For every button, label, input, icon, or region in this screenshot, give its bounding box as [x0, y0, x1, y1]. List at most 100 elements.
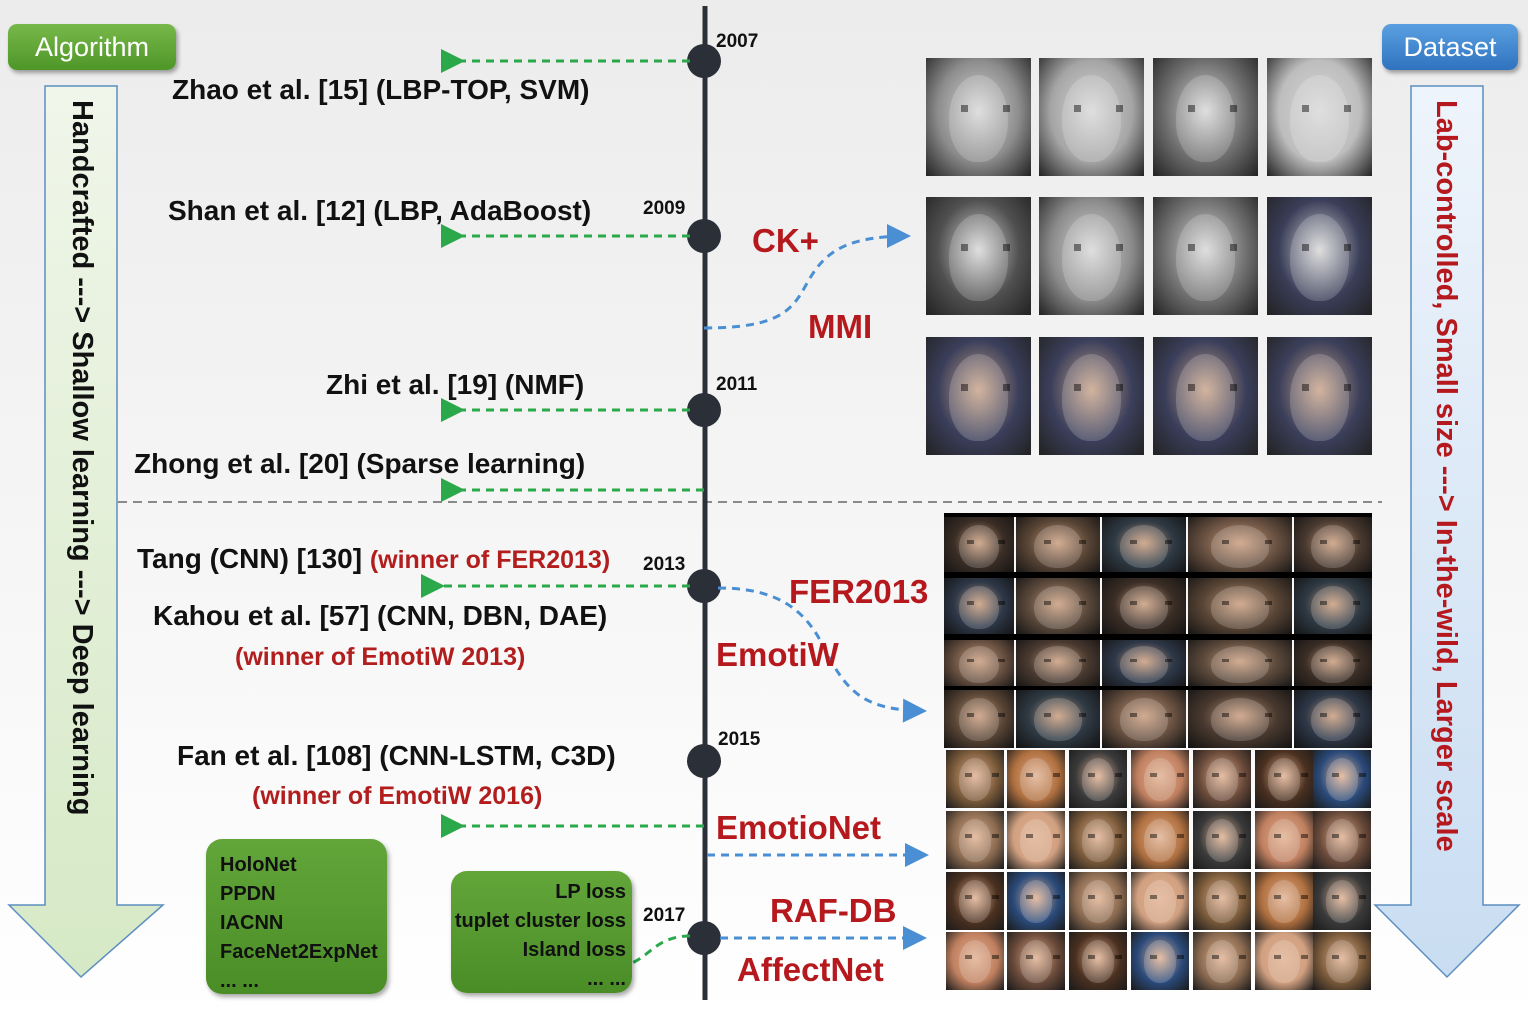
year-node-2013	[687, 569, 721, 603]
year-node-2015	[687, 744, 721, 778]
dataset-affectnet: AffectNet	[737, 951, 884, 988]
algo-tang: Tang (CNN) [130] (winner of FER2013)	[137, 543, 610, 575]
face-photo	[1294, 517, 1372, 575]
face-photo	[1267, 197, 1372, 315]
algo-fan-winner: (winner of EmotiW 2016)	[252, 782, 543, 810]
face-photo	[1039, 197, 1144, 315]
face-photo	[944, 578, 1014, 636]
dataset-fer2013: FER2013	[789, 573, 929, 610]
face-photo	[1007, 750, 1065, 808]
year-label-2017: 2017	[643, 905, 686, 926]
method-ppdn: PPDN	[220, 883, 276, 905]
face-photo	[1255, 811, 1313, 869]
year-node-2011	[687, 393, 721, 427]
face-photo	[1069, 932, 1127, 990]
method-left-more: ... ...	[220, 970, 259, 992]
face-photo	[1131, 872, 1189, 930]
method-facenet2expnet: FaceNet2ExpNet	[220, 941, 378, 963]
algorithm-tag: Algorithm	[8, 24, 176, 70]
face-photo	[1153, 58, 1258, 176]
dataset-mmi: MMI	[808, 308, 873, 345]
algo-zhi: Zhi et al. [19] (NMF)	[326, 369, 585, 400]
face-photo	[926, 197, 1031, 315]
face-photo	[1131, 750, 1189, 808]
face-photo	[926, 58, 1031, 176]
photo-separator	[944, 572, 1372, 578]
face-photo	[1267, 58, 1372, 176]
face-photo	[1294, 690, 1372, 748]
left-progress-arrow	[7, 85, 165, 979]
face-photo	[1102, 517, 1186, 575]
algo-fan: Fan et al. [108] (CNN-LSTM, C3D)	[177, 740, 616, 771]
algo-zhao: Zhao et al. [15] (LBP-TOP, SVM)	[172, 74, 590, 105]
face-photo	[946, 872, 1004, 930]
method-holonet: HoloNet	[220, 854, 297, 876]
left-arrow-text: Handcrafted ---> Shallow learning ---> D…	[66, 100, 98, 816]
face-photo	[1188, 690, 1292, 748]
method-box-right: LP loss tuplet cluster loss Island loss …	[451, 871, 632, 993]
right-progress-arrow	[1373, 85, 1521, 979]
algo-tang-winner: (winner of FER2013)	[369, 546, 611, 574]
face-photo	[1313, 811, 1371, 869]
dataset-arrow-fer2013-emotiw	[717, 586, 927, 723]
year-label-2007: 2007	[716, 31, 759, 52]
face-photo	[944, 690, 1014, 748]
face-photo	[1007, 932, 1065, 990]
face-photo	[1313, 750, 1371, 808]
face-photo	[1313, 872, 1371, 930]
method-lp-loss: LP loss	[555, 881, 626, 903]
face-photo	[1069, 750, 1127, 808]
face-photo	[1131, 932, 1189, 990]
year-node-2009	[687, 219, 721, 253]
face-photo	[1193, 811, 1251, 869]
face-photo	[1188, 517, 1292, 575]
face-photo	[1193, 932, 1251, 990]
photo-separator	[944, 513, 1372, 517]
face-photo	[1102, 690, 1186, 748]
dataset-rafdb: RAF-DB	[770, 892, 897, 929]
year-node-2007	[687, 44, 721, 78]
face-photo	[1153, 197, 1258, 315]
face-photo	[944, 639, 1014, 689]
face-photo	[1069, 872, 1127, 930]
face-photo	[1255, 872, 1313, 930]
face-photo	[1102, 578, 1186, 636]
dataset-tag: Dataset	[1382, 24, 1518, 70]
face-photo	[1153, 337, 1258, 455]
method-island-loss: Island loss	[522, 939, 626, 961]
method-right-more: ... ...	[587, 968, 626, 990]
face-photo	[1193, 750, 1251, 808]
face-photo	[926, 337, 1031, 455]
method-box-left: HoloNet PPDN IACNN FaceNet2ExpNet ... ..…	[206, 839, 387, 994]
algo-tang-text: Tang (CNN) [130]	[137, 543, 363, 574]
face-photo	[1016, 517, 1100, 575]
year-label-2011: 2011	[716, 374, 758, 395]
face-photo	[946, 932, 1004, 990]
algo-kahou: Kahou et al. [57] (CNN, DBN, DAE)	[153, 600, 608, 631]
photo-separator	[944, 634, 1372, 640]
method-tuplet-cluster-loss: tuplet cluster loss	[454, 910, 626, 932]
year-label-2013: 2013	[643, 554, 686, 575]
face-photo	[1039, 58, 1144, 176]
year-label-2009: 2009	[643, 198, 686, 219]
algo-kahou-winner: (winner of EmotiW 2013)	[235, 643, 526, 671]
algo-zhong: Zhong et al. [20] (Sparse learning)	[134, 448, 586, 479]
dataset-emotionet: EmotioNet	[716, 809, 881, 846]
face-photo	[1039, 337, 1144, 455]
face-photo	[1267, 337, 1372, 455]
algo-shan: Shan et al. [12] (LBP, AdaBoost)	[168, 195, 592, 226]
dataset-arrow-ckplus-mmi	[703, 224, 911, 330]
face-photo	[944, 517, 1014, 575]
face-photo	[1007, 872, 1065, 930]
year-node-2017	[687, 921, 721, 955]
face-photo	[1193, 872, 1251, 930]
dataset-emotiw: EmotiW	[716, 636, 839, 673]
face-photo	[1102, 639, 1186, 689]
face-photo	[1188, 639, 1292, 689]
face-photo	[946, 750, 1004, 808]
face-photo	[1294, 578, 1372, 636]
face-photo	[946, 811, 1004, 869]
dataset-ckplus: CK+	[752, 222, 819, 259]
face-photo	[1294, 639, 1372, 689]
